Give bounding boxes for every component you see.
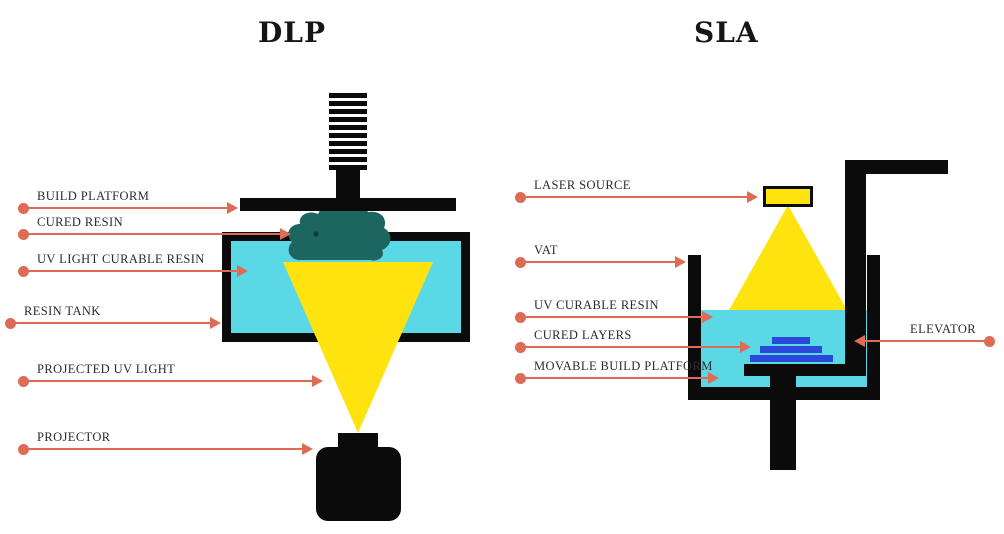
callout-label: MOVABLE BUILD PLATFORM (534, 359, 713, 373)
callout-dot (18, 376, 29, 387)
callout-line (525, 261, 675, 263)
laser-source-box (763, 186, 813, 207)
build-platform-bar (240, 198, 456, 211)
callout-line (15, 322, 210, 324)
callout-dot (515, 192, 526, 203)
arrow-left-icon (854, 335, 865, 347)
callout-label: UV LIGHT CURABLE RESIN (37, 252, 205, 266)
callout-label: UV CURABLE RESIN (534, 298, 659, 312)
callout-line (525, 316, 702, 318)
cured-resin-shape (288, 204, 391, 261)
threaded-rod (329, 93, 367, 172)
arrow-right-icon (747, 191, 758, 203)
callout-vat: VAT (515, 243, 686, 268)
callout-line (865, 340, 985, 342)
sla-title: SLA (694, 16, 759, 49)
cured-resin-eye (313, 231, 319, 237)
callout-cured-layers: CURED LAYERS (515, 328, 751, 353)
callout-dot (18, 229, 29, 240)
callout-label: PROJECTOR (37, 430, 111, 444)
callout-uv-curable-resin: UV CURABLE RESIN (515, 298, 713, 323)
callout-dot (18, 203, 29, 214)
callout-line (28, 448, 302, 450)
arrow-right-icon (302, 443, 313, 455)
arrow-right-icon (312, 375, 323, 387)
callout-resin-tank: RESIN TANK (5, 304, 221, 329)
vat-left-wall (688, 255, 701, 400)
projector-body (316, 447, 401, 521)
callout-label: VAT (534, 243, 558, 257)
arrow-right-icon (675, 256, 686, 268)
rod-shaft (336, 170, 360, 200)
arrow-right-icon (237, 265, 248, 277)
arrow-right-icon (227, 202, 238, 214)
arrow-right-icon (740, 341, 751, 353)
cured-layer-top (772, 337, 810, 344)
callout-build-platform: BUILD PLATFORM (18, 189, 238, 214)
callout-dot (18, 266, 29, 277)
movable-build-platform-bar (744, 364, 866, 376)
elevator-arm (845, 160, 948, 174)
dlp-title: DLP (258, 16, 327, 49)
callout-line (28, 233, 280, 235)
arrow-right-icon (210, 317, 221, 329)
callout-dot (984, 336, 995, 347)
cured-layer-middle (760, 346, 822, 353)
callout-dot (5, 318, 16, 329)
projector-lens-mount (338, 433, 378, 450)
callout-label: ELEVATOR (910, 322, 976, 336)
cured-layer-bottom (750, 355, 833, 362)
callout-laser-source: LASER SOURCE (515, 178, 758, 203)
elevator-column (845, 160, 866, 373)
callout-line (28, 207, 227, 209)
callout-projector: PROJECTOR (18, 430, 313, 455)
callout-label: CURED LAYERS (534, 328, 632, 342)
callout-line (28, 380, 312, 382)
callout-dot (18, 444, 29, 455)
callout-label: RESIN TANK (24, 304, 101, 318)
callout-cured-resin: CURED RESIN (18, 215, 291, 240)
arrow-right-icon (702, 311, 713, 323)
callout-line (525, 377, 708, 379)
callout-uv-light-curable-resin: UV LIGHT CURABLE RESIN (18, 252, 248, 277)
platform-stem (770, 376, 796, 470)
callout-dot (515, 373, 526, 384)
laser-beam (728, 205, 848, 312)
callout-dot (515, 257, 526, 268)
callout-line (525, 346, 740, 348)
callout-elevator: ELEVATOR (854, 322, 995, 347)
arrow-right-icon (708, 372, 719, 384)
callout-line (525, 196, 747, 198)
callout-dot (515, 342, 526, 353)
projected-uv-light-beam (283, 262, 433, 433)
callout-label: CURED RESIN (37, 215, 124, 229)
callout-label: LASER SOURCE (534, 178, 631, 192)
callout-projected-uv-light: PROJECTED UV LIGHT (18, 362, 323, 387)
callout-movable-build-platform: MOVABLE BUILD PLATFORM (515, 359, 719, 384)
callout-dot (515, 312, 526, 323)
vat-right-wall (867, 255, 880, 400)
callout-line (28, 270, 237, 272)
callout-label: PROJECTED UV LIGHT (37, 362, 176, 376)
arrow-right-icon (280, 228, 291, 240)
callout-label: BUILD PLATFORM (37, 189, 150, 203)
